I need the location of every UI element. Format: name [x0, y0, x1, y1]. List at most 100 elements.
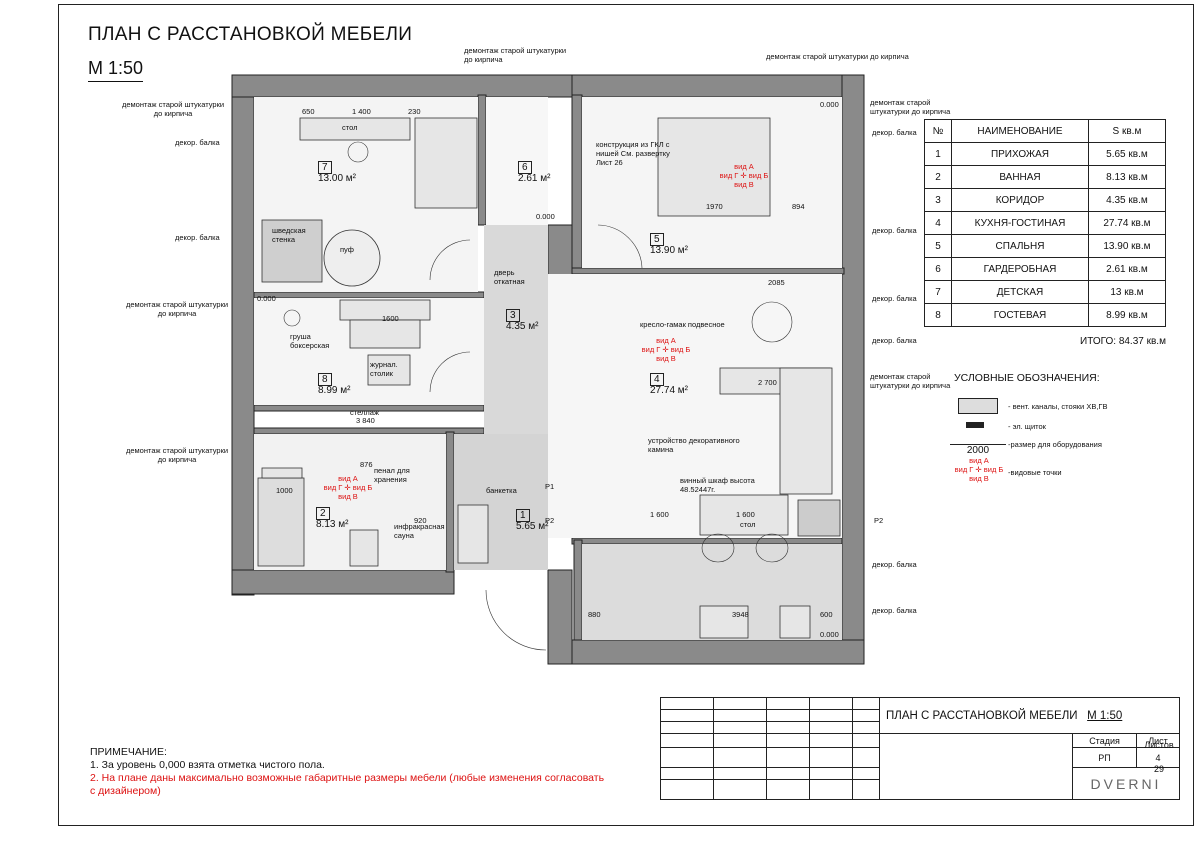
level-mark: 0.000	[820, 630, 839, 639]
label-pear: груша боксерская	[290, 332, 330, 350]
marker-p2: P2	[874, 516, 884, 525]
wall-east	[841, 74, 865, 656]
note-top-right: демонтаж старой штукатурки до кирпича	[766, 52, 909, 61]
toilet	[349, 529, 379, 567]
bench	[457, 504, 489, 564]
wall-int	[477, 94, 487, 226]
legend-item: -видовые точки	[1008, 468, 1062, 477]
note-right-decor-3: декор. балка	[872, 294, 917, 303]
level-mark: 0.000	[820, 100, 839, 109]
note-left-1: демонтаж старой штукатурки до кирпича	[121, 100, 225, 118]
sink-bath	[261, 467, 303, 479]
note-left-3: демонтаж старой штукатурки до кирпича	[125, 446, 229, 464]
dim: 2085	[768, 278, 785, 287]
panel-legend-icon	[966, 422, 984, 428]
marker-p2: P2	[545, 516, 555, 525]
dim: 1600	[382, 314, 399, 323]
wall-south-step	[547, 569, 573, 665]
punching-bag	[283, 309, 301, 327]
wall-int	[571, 267, 845, 275]
title-block: ПЛАН С РАССТАНОВКОЙ МЕБЕЛИ М 1:50 Стадия…	[660, 697, 1180, 800]
label-dining-table: стол	[740, 520, 756, 529]
sofa	[349, 319, 421, 349]
dim: 650	[302, 107, 315, 116]
dim: 1 600	[650, 510, 669, 519]
wall-south-left	[231, 569, 455, 595]
logo: DVERNI	[1072, 767, 1180, 800]
wall-north-left	[231, 74, 573, 98]
desk	[299, 117, 411, 141]
legend-item: -размер для оборудования	[1008, 440, 1102, 449]
dining-table	[699, 494, 789, 536]
wall-int	[445, 431, 455, 573]
label-fireplace: устройство декоративного камина	[648, 436, 740, 454]
dim: 1000	[276, 486, 293, 495]
legend-item: - вент. каналы, стояки ХВ,ГВ	[1008, 402, 1108, 411]
wall-int	[573, 539, 583, 641]
dim: 600	[820, 610, 833, 619]
note-left-decor-1: декор. балка	[175, 138, 220, 147]
label-bench: банкетка	[486, 486, 517, 495]
note-right-decor-6: декор. балка	[872, 606, 917, 615]
door-swing	[429, 351, 471, 393]
note-right-decor-2: декор. балка	[872, 226, 917, 235]
dim: 876	[360, 460, 373, 469]
wall-south-right	[547, 639, 865, 665]
dim: 1 600	[736, 510, 755, 519]
label-pouf: пуф	[340, 245, 354, 254]
bathtub	[257, 477, 305, 567]
label-door: дверь откатная	[494, 268, 525, 286]
note-right-1: демонтаж старой штукатурки до кирпича	[870, 98, 951, 116]
sheets-header: Листов	[1144, 740, 1174, 750]
label-desk: стол	[342, 123, 358, 132]
legend-item: - эл. щиток	[1008, 422, 1046, 431]
legend-title: УСЛОВНЫЕ ОБОЗНАЧЕНИЯ:	[954, 372, 1100, 384]
total-area: ИТОГО: 84.37 кв.м	[1080, 336, 1166, 347]
dim: 880	[588, 610, 601, 619]
label-wall-bars: шведская стенка	[272, 226, 306, 244]
wall-bars	[261, 219, 323, 283]
stove	[699, 605, 749, 639]
label-table: журнал. столик	[370, 360, 398, 378]
hammock-chair	[751, 301, 793, 343]
dim-legend: 2000	[950, 444, 1006, 456]
dim: 230	[408, 107, 421, 116]
note-right-2: демонтаж старой штукатурки до кирпича	[870, 372, 951, 390]
bed-kids	[414, 117, 478, 209]
wall-north-right	[571, 74, 863, 98]
wall-int	[571, 94, 583, 296]
vent-legend-icon	[958, 398, 998, 414]
label-chair: кресло-гамак подвесное	[640, 320, 725, 329]
note-right-decor-1: декор. балка	[872, 128, 917, 137]
level-mark: 0.000	[536, 212, 555, 221]
chair	[755, 533, 789, 563]
dim: 1 400	[352, 107, 371, 116]
label-penal: пенал для хранения	[374, 466, 410, 484]
level-mark: 0.000	[257, 294, 276, 303]
door-swing	[597, 224, 643, 269]
notes: ПРИМЕЧАНИЕ: 1. За уровень 0,000 взята от…	[90, 746, 605, 797]
note-top-mid: демонтаж старой штукатурки до кирпича	[464, 46, 567, 64]
door-swing	[429, 239, 471, 281]
wall-int	[253, 291, 485, 299]
dim: 2 700	[758, 378, 777, 387]
note-right-decor-4: декор. балка	[872, 336, 917, 345]
note-left-decor-2: декор. балка	[175, 233, 220, 242]
